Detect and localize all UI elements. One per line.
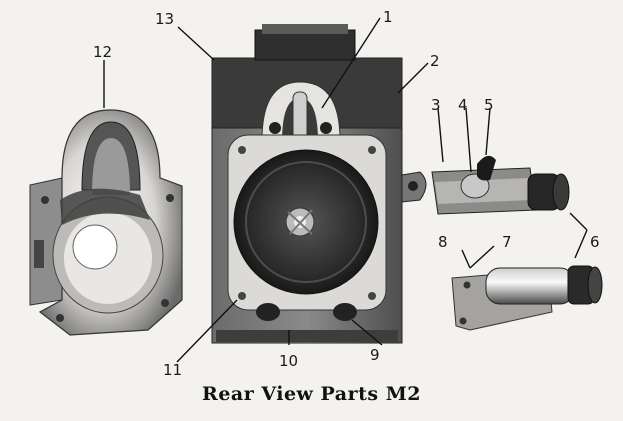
callout-6: 6 — [590, 233, 600, 251]
callout-12: 12 — [93, 43, 112, 61]
callout-8: 8 — [438, 233, 448, 251]
callout-1: 1 — [383, 8, 393, 26]
lower-right-parts-6-7-8 — [451, 265, 603, 331]
callout-13: 13 — [155, 10, 174, 28]
upper-right-parts-3-4-5-6 — [431, 155, 570, 215]
callout-2: 2 — [430, 52, 440, 70]
callout-11: 11 — [163, 361, 182, 379]
leader-lines — [103, 17, 588, 363]
callout-3: 3 — [431, 96, 441, 114]
callout-10: 10 — [279, 352, 298, 370]
end-housing-part-12 — [29, 109, 183, 336]
callout-5: 5 — [484, 96, 494, 114]
callout-9: 9 — [370, 346, 380, 364]
callout-4: 4 — [458, 96, 468, 114]
main-body-assembly — [211, 24, 427, 344]
callout-7: 7 — [502, 233, 512, 251]
figure-caption: Rear View Parts M2 — [202, 383, 421, 405]
